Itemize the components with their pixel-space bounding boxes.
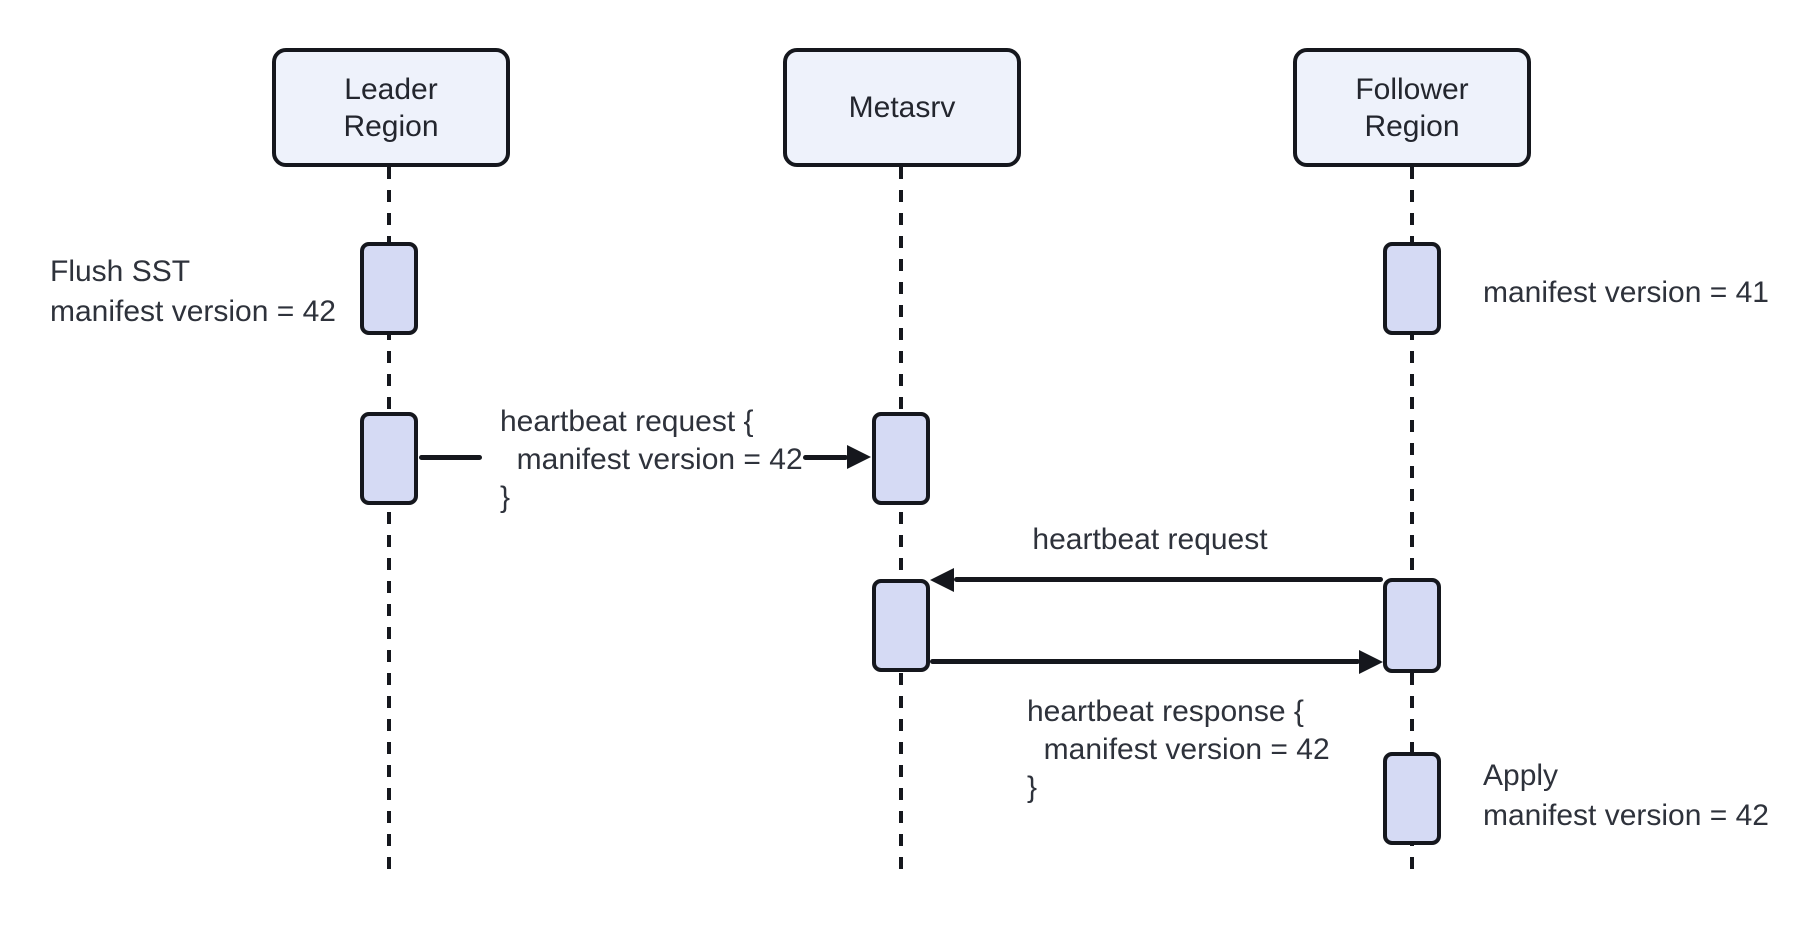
note-flush-sst: Flush SST manifest version = 42 <box>50 255 336 328</box>
activation-follower-apply <box>1383 752 1441 845</box>
arrowhead-into-metasrv-icon <box>847 445 871 469</box>
activation-metasrv-receive <box>872 412 930 505</box>
message-line-leader-to-metasrv <box>419 455 482 460</box>
lifeline-follower <box>1410 167 1414 878</box>
message-label-heartbeat-response-payload: heartbeat response { manifest version = … <box>1027 695 1330 804</box>
participant-metasrv: Metasrv <box>783 48 1021 167</box>
arrowhead-into-follower-icon <box>1359 650 1383 674</box>
arrowhead-left-into-metasrv-icon <box>930 568 954 592</box>
activation-metasrv-exchange <box>872 579 930 672</box>
activation-follower-v41 <box>1383 242 1441 335</box>
activation-leader-flush <box>360 242 418 335</box>
note-apply-manifest: Apply manifest version = 42 <box>1483 759 1769 832</box>
lifeline-metasrv <box>899 167 903 878</box>
message-label-heartbeat-request: heartbeat request <box>1032 523 1268 556</box>
participant-leader-region: Leader Region <box>272 48 510 167</box>
message-line-metasrv-to-follower <box>930 659 1360 664</box>
message-label-heartbeat-request-payload: heartbeat request { manifest version = 4… <box>500 405 803 514</box>
message-line-follower-to-metasrv <box>954 577 1383 582</box>
activation-follower-exchange <box>1383 578 1441 673</box>
message-line-leader-to-metasrv-tail <box>803 455 848 460</box>
lifeline-leader <box>387 167 391 878</box>
note-manifest-version-41: manifest version = 41 <box>1483 276 1769 309</box>
activation-leader-heartbeat <box>360 412 418 505</box>
participant-follower-region: Follower Region <box>1293 48 1531 167</box>
